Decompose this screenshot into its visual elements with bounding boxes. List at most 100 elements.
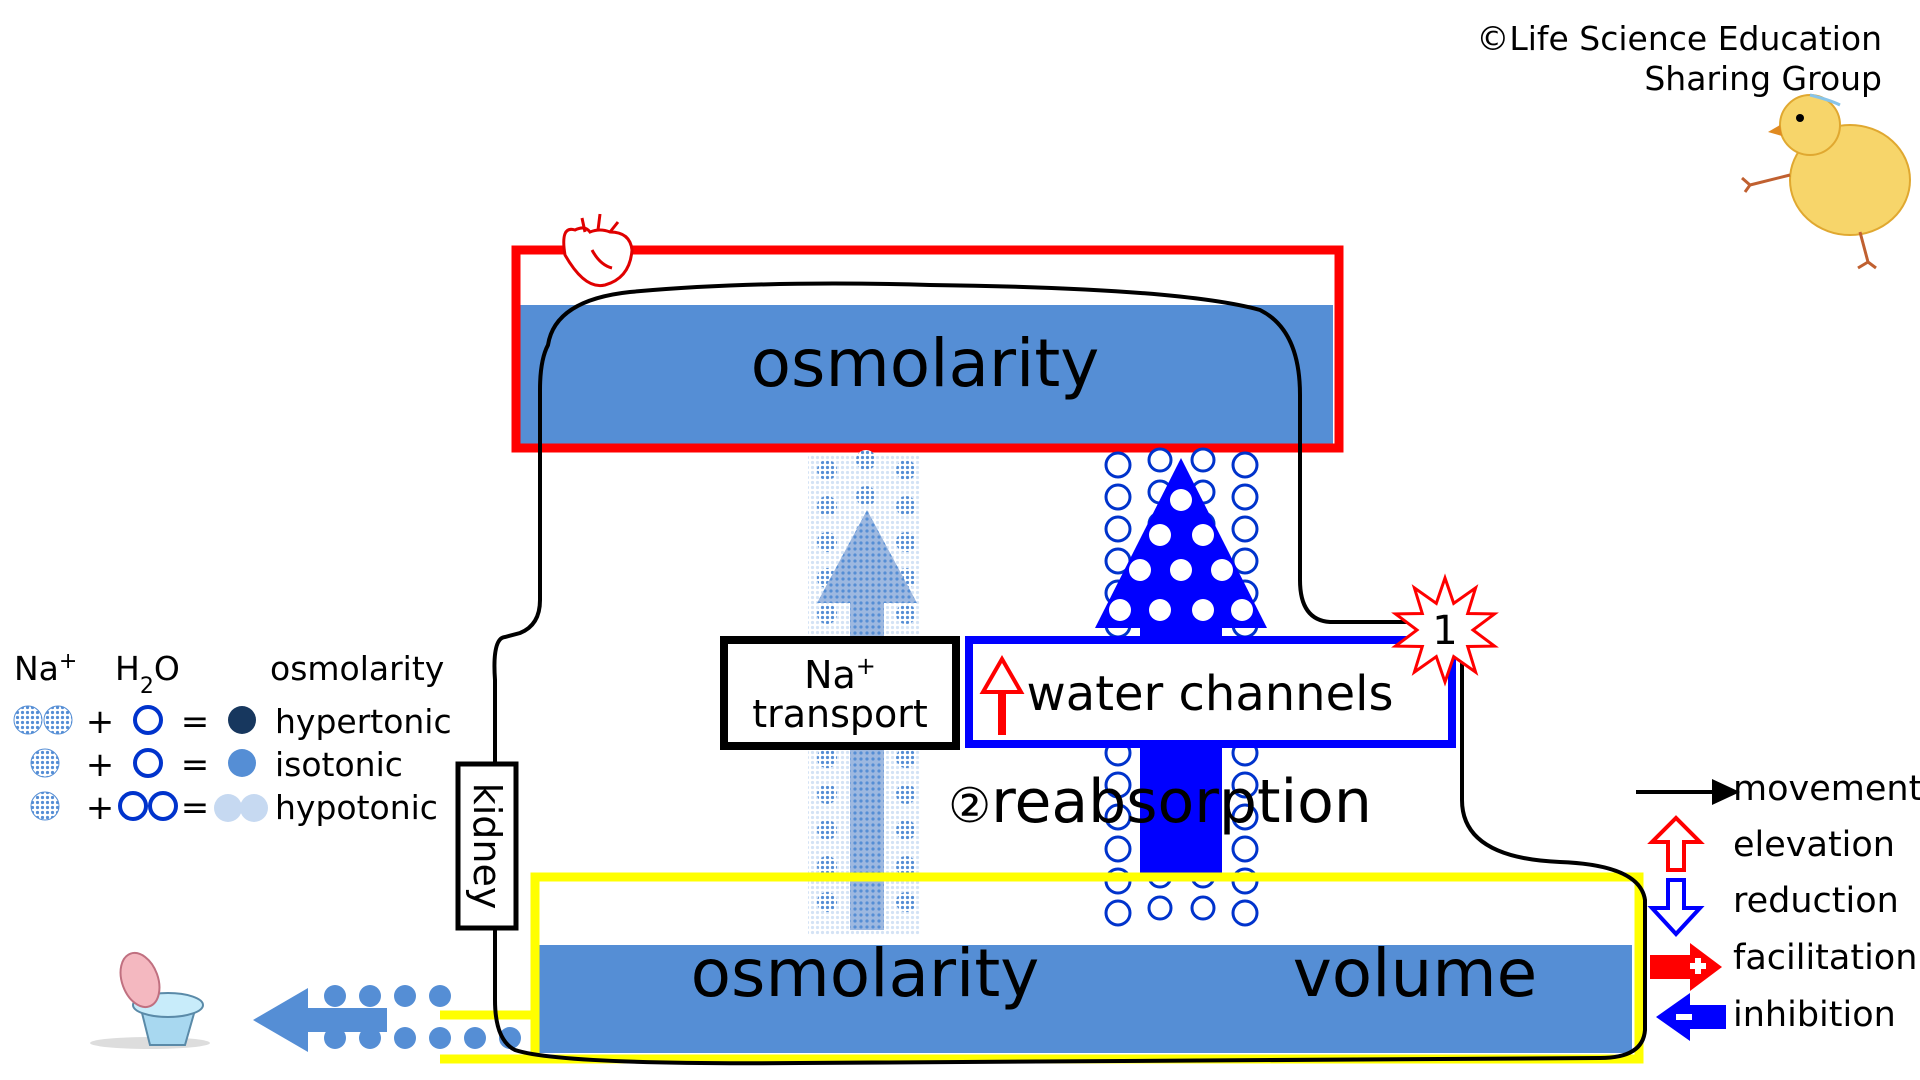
burst-number: 1 [1432,608,1457,654]
burst-icon: 1 [1391,573,1499,687]
legend-na-dot [13,705,43,735]
urine-out-dot [394,1027,416,1049]
legend-header-h2o: H2O [115,649,180,699]
na-transport-box: Na+ transport [720,636,960,750]
urine-out-dot [394,985,416,1007]
na-dot [896,604,916,624]
water-arrow-dot [1129,559,1151,581]
water-circle [1190,447,1216,473]
water-circle [1104,835,1132,863]
legend-equals: = [181,788,210,828]
legend-facilitation-label: facilitation [1733,938,1917,978]
urine-osmolarity-label: osmolarity [691,935,1040,1012]
na-dot [896,460,916,480]
urine-out-arrow [253,988,387,1052]
na-dot [817,604,837,624]
na-dot [817,496,837,516]
urine-out-dot [464,1027,486,1049]
blue-outline-down-arrow-icon [1647,878,1705,937]
na-dot [817,460,837,480]
legend-plus: + [86,702,115,742]
legend-inhibition-label: inhibition [1733,995,1896,1035]
na-dot [896,820,916,840]
water-circle [1231,483,1259,511]
water-arrow-dot [1170,489,1192,511]
legend-header-osmolarity: osmolarity [270,649,444,688]
na-dot [896,856,916,876]
urine-out-dot [324,1027,346,1049]
urine-volume-label: volume [1293,935,1538,1012]
na-dot [817,820,837,840]
water-arrow-dot [1211,559,1233,581]
water-circle [1231,771,1259,799]
na-dot [896,784,916,804]
legend-movement-label: movement [1733,769,1920,809]
copyright-line1: ©Life Science Education [1476,19,1882,58]
legend-elevation-label: elevation [1733,825,1895,865]
legend-header-na: Na+ [14,649,77,689]
water-channels-label: water channels [1027,666,1394,722]
water-circle [1104,515,1132,543]
na-dot [817,856,837,876]
blood-box: osmolarity [511,245,1344,453]
na-dot [896,892,916,912]
kidney-label: kidney [465,783,509,910]
water-circle [1104,771,1132,799]
legend-h2o-circle [118,791,148,821]
water-circle [1147,447,1173,473]
urine-out-dot [359,985,381,1007]
legend-hypertonic-dot [228,706,256,734]
legend-hypotonic-label: hypotonic [275,788,438,827]
legend-plus: + [86,745,115,785]
legend-h2o-circle [133,705,163,735]
na-dot [817,532,837,552]
legend-hypertonic-label: hypertonic [275,702,452,741]
blue-minus-arrow-icon [1656,993,1726,1041]
water-circle [1190,895,1216,921]
legend-left: Na+ H2O osmolarity + = hypertonic + = is… [13,649,452,828]
water-arrow-dot [1192,524,1214,546]
water-circle [1231,803,1259,831]
na-dot [817,892,837,912]
copyright-line2: Sharing Group [1644,59,1882,98]
legend-h2o-circle [133,748,163,778]
legend-h2o-circle [148,791,178,821]
toilet-icon [90,951,210,1049]
blood-osmolarity-label: osmolarity [751,325,1100,402]
legend-na-dot [43,705,73,735]
water-circle [1104,899,1132,927]
kidney-outline [492,281,1647,1066]
na-dot [856,486,876,506]
water-channels-box: water channels [965,636,1456,748]
water-circle [1231,451,1259,479]
legend-plus: + [86,788,115,828]
urine-box: osmolarity volume [440,872,1644,1064]
water-arrow-dot [1170,559,1192,581]
urine-out-dot [429,985,451,1007]
water-circle [1231,515,1259,543]
na-dot [856,450,876,470]
legend-right: movement elevation reduction facilitatio… [1636,769,1920,1041]
legend-na-dot [30,748,60,778]
legend-equals: = [181,745,210,785]
legend-isotonic-label: isotonic [275,745,403,784]
water-arrow-dot [1149,524,1171,546]
urine-out-dot [359,1027,381,1049]
water-arrow-dot [1149,599,1171,621]
legend-hypotonic-dot [240,794,268,822]
urine-out-dots [324,985,521,1049]
urine-out-dot [324,985,346,1007]
legend-na-dot [30,791,60,821]
water-arrow-dot [1231,599,1253,621]
kidney-label-box: kidney [455,761,519,931]
legend-isotonic-dot [228,749,256,777]
na-dot [896,496,916,516]
water-circle [1231,835,1259,863]
na-dot [896,748,916,768]
water-circle [1104,451,1132,479]
red-outline-up-arrow-icon [1647,815,1705,872]
na-dot [817,784,837,804]
water-arrow-dot [1109,599,1131,621]
legend-hypotonic-dot [214,794,242,822]
